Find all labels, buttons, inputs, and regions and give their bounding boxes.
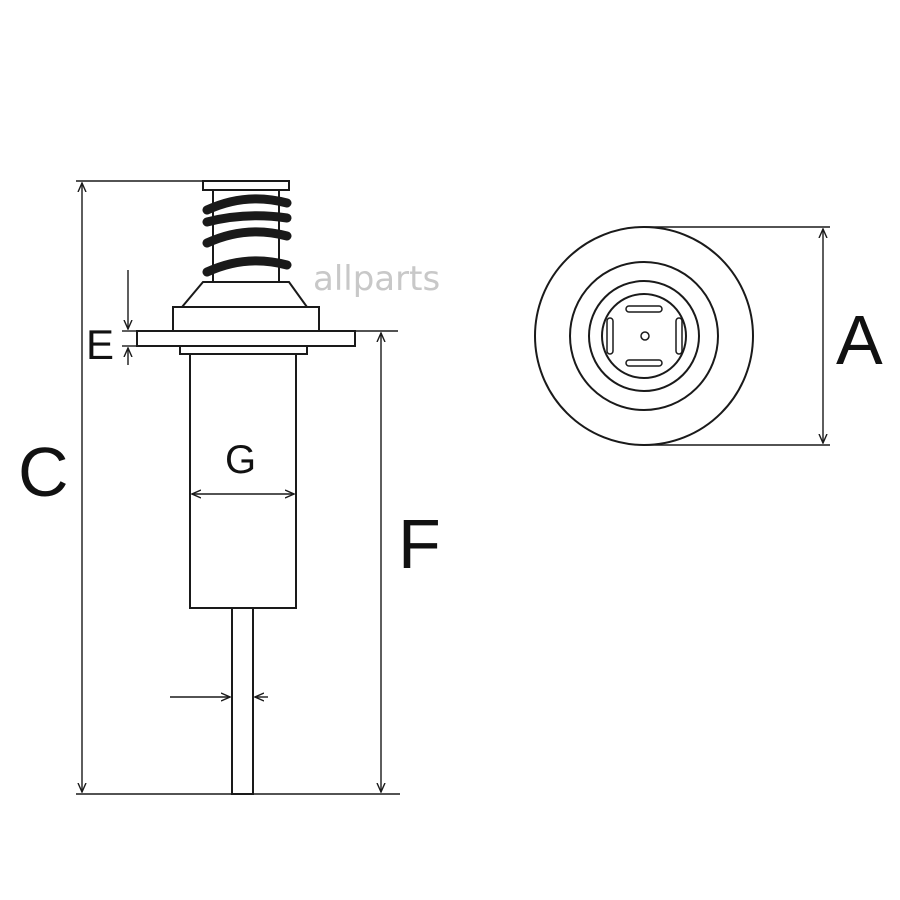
pin (231, 607, 254, 795)
body-ring (172, 306, 320, 332)
center-hole (640, 331, 650, 341)
outer-ring (534, 226, 754, 446)
flange (136, 330, 356, 347)
dimension-e (122, 270, 137, 365)
label-g: G (225, 438, 256, 482)
cylinder-body (189, 353, 297, 609)
middle-ring (569, 261, 719, 411)
top-view (534, 226, 754, 446)
side-view (136, 180, 356, 795)
dimension-c (76, 180, 400, 795)
coil-spring (202, 194, 292, 277)
slots (606, 305, 683, 367)
collar (179, 345, 308, 355)
conical-body (179, 281, 309, 308)
label-a: A (836, 301, 883, 379)
spring-cap (202, 180, 290, 191)
label-e: E (86, 321, 114, 368)
dimension-a (644, 226, 830, 446)
watermark: allparts (313, 259, 440, 299)
label-c: C (18, 433, 69, 511)
label-f: F (398, 505, 441, 583)
inner-ring (588, 280, 700, 392)
dimension-f (355, 330, 398, 792)
core-ring (601, 293, 687, 379)
